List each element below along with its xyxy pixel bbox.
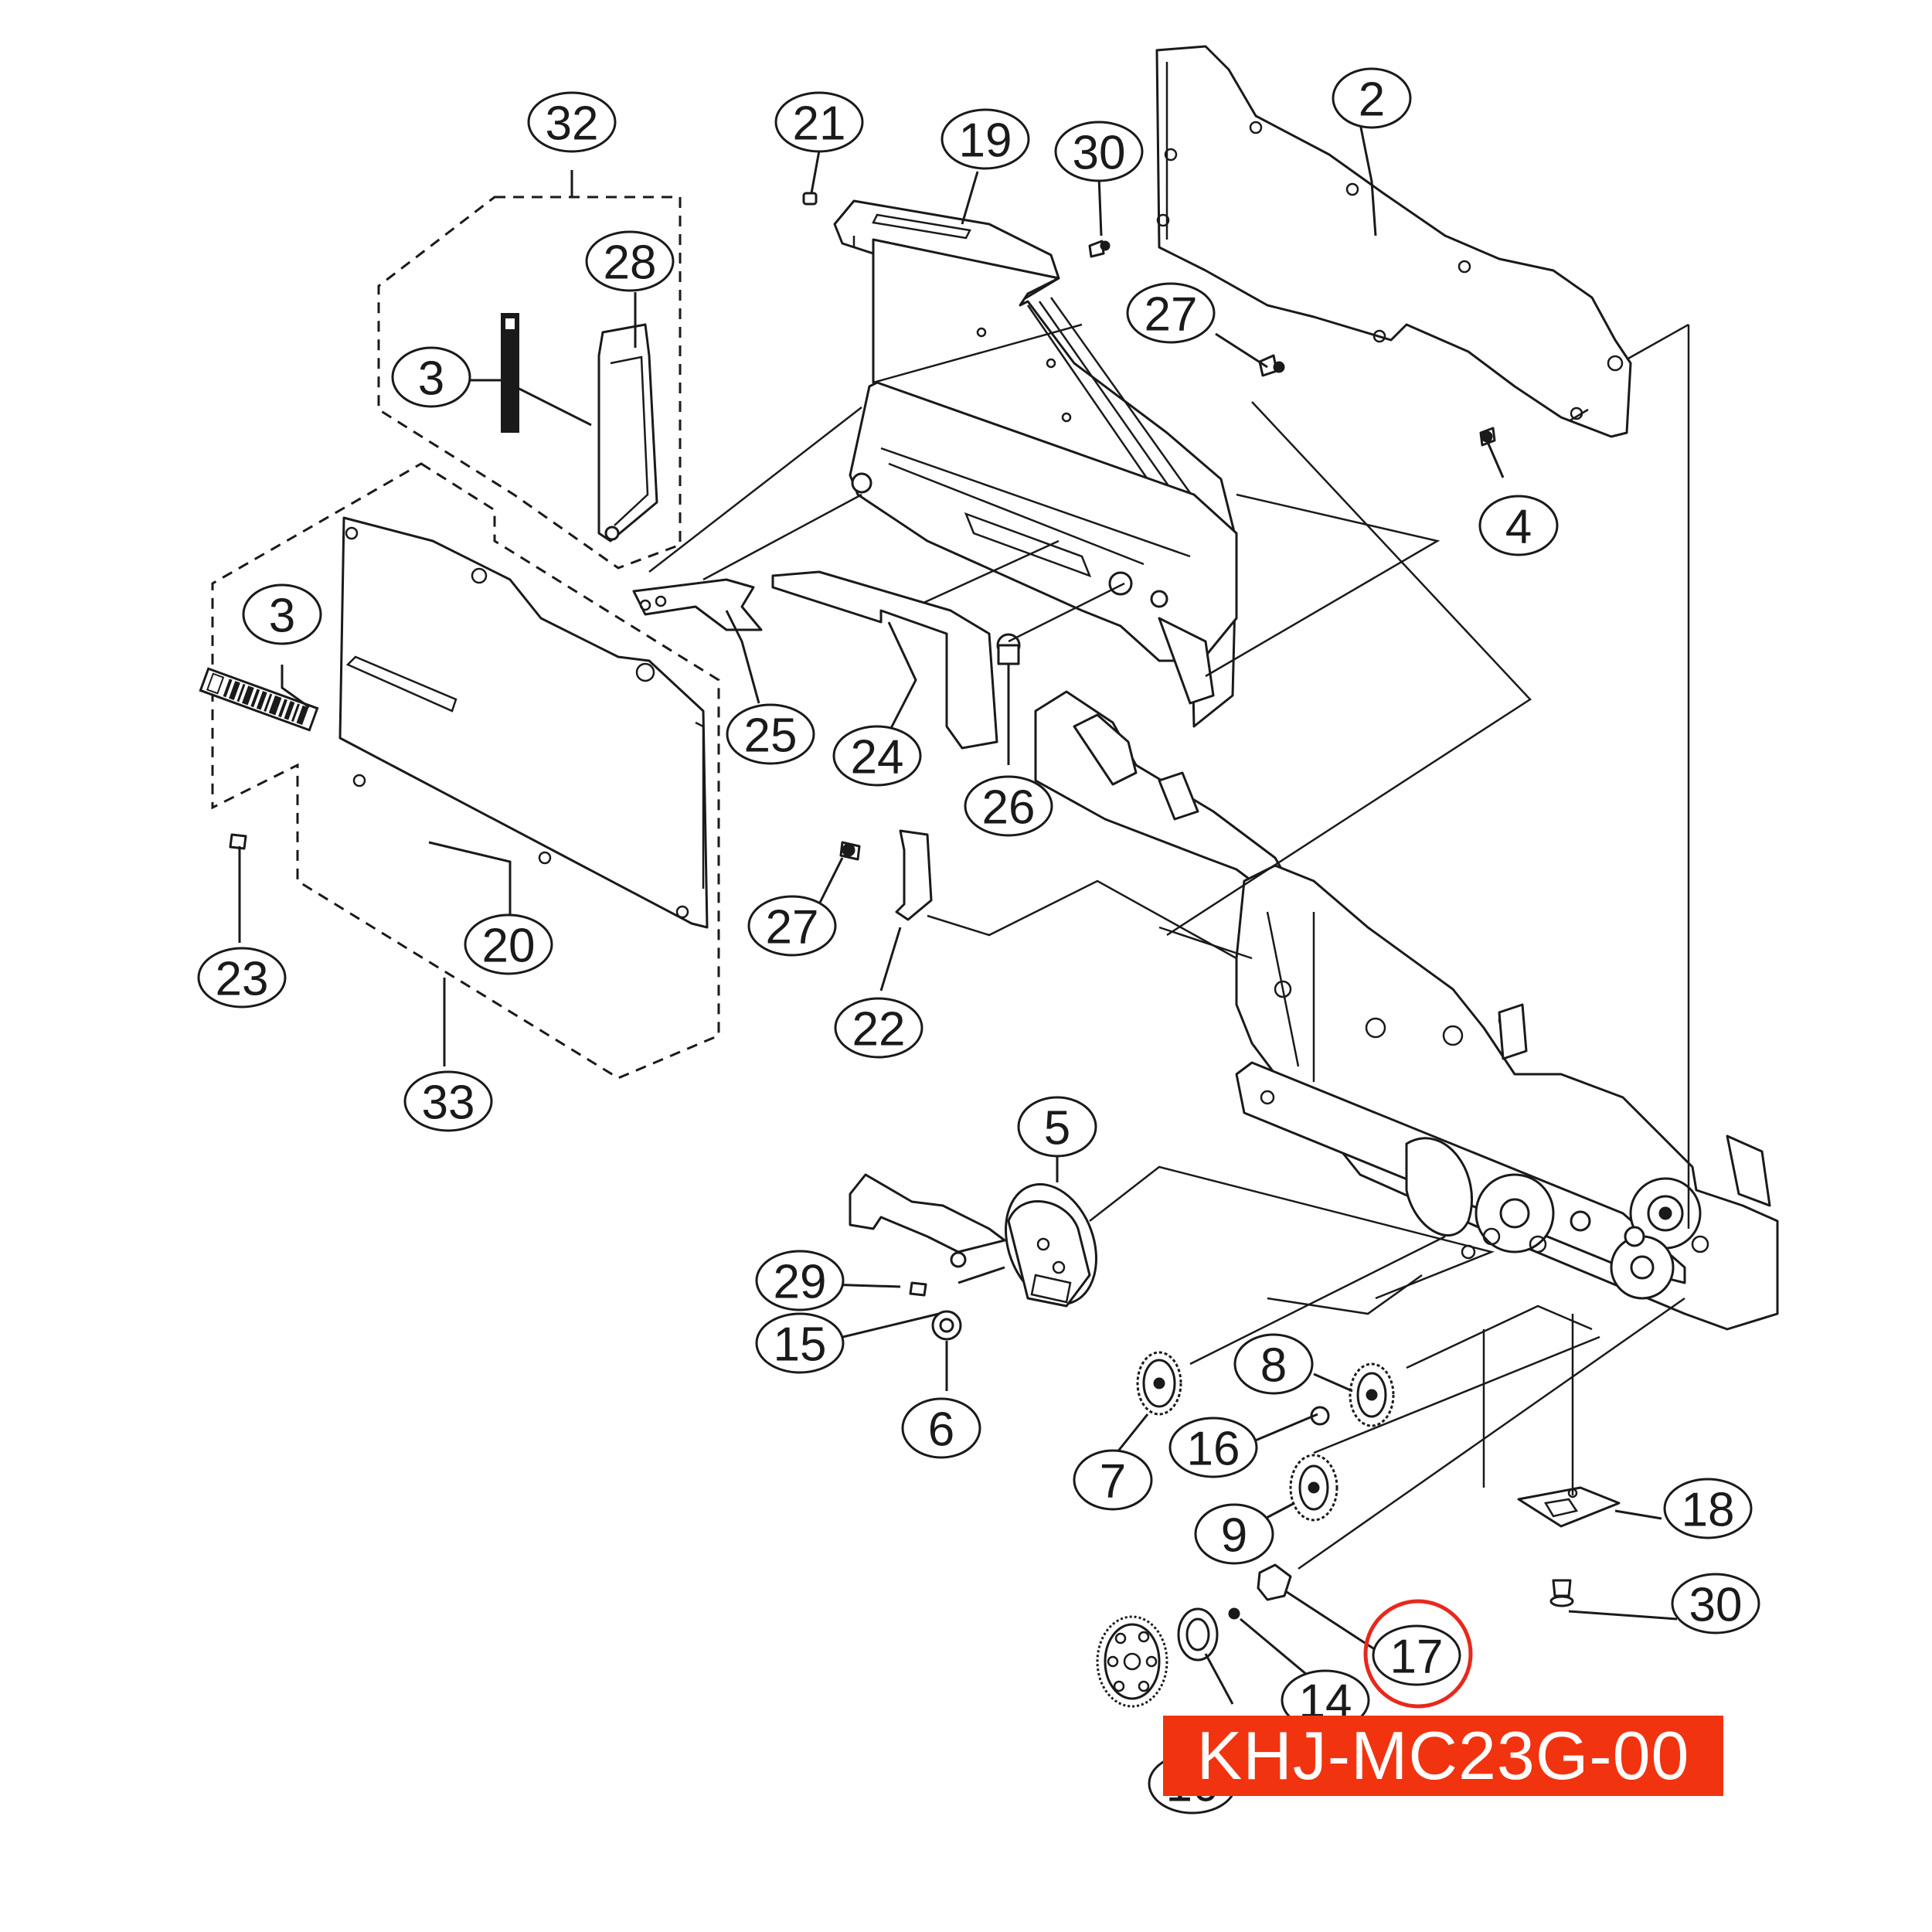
callout-15: 15 <box>755 1312 845 1374</box>
label-strip-upper <box>501 313 519 433</box>
callout-2: 2 <box>1332 67 1412 129</box>
callout-30-bottom: 30 <box>1671 1573 1760 1634</box>
callout-26-label: 26 <box>982 781 1036 835</box>
callout-29-label: 29 <box>774 1256 827 1309</box>
guide-part-24 <box>771 570 998 750</box>
rail-assembly-part <box>849 381 1238 705</box>
small-fasteners <box>229 192 1574 1620</box>
callout-27-top-label: 27 <box>1145 288 1198 342</box>
callout-8: 8 <box>1233 1333 1314 1395</box>
callout-17: 17 <box>1372 1624 1461 1686</box>
callout-17-label: 17 <box>1390 1631 1444 1684</box>
gear-part-9 <box>1289 1454 1338 1522</box>
callout-23: 23 <box>197 947 287 1009</box>
callout-29: 29 <box>755 1250 845 1311</box>
callout-16: 16 <box>1168 1417 1258 1478</box>
callout-19: 19 <box>940 108 1030 170</box>
callout-23-label: 23 <box>216 953 269 1006</box>
callout-18: 18 <box>1663 1478 1753 1539</box>
callout-5: 5 <box>1017 1096 1097 1158</box>
callout-6-label: 6 <box>928 1403 954 1457</box>
callout-7-label: 7 <box>1100 1455 1126 1509</box>
motor-unit-part-5 <box>849 1173 1097 1308</box>
part-number-tag: KHJ-MC23G-00 <box>1163 1716 1723 1796</box>
callout-3-upper-label: 3 <box>418 352 444 406</box>
assembly-33-outline <box>211 462 720 1080</box>
callout-24: 24 <box>832 725 922 787</box>
callout-27-mid-label: 27 <box>766 901 819 954</box>
callout-7: 7 <box>1073 1449 1153 1511</box>
callout-3-upper: 3 <box>391 346 471 408</box>
callout-22-label: 22 <box>852 1003 906 1056</box>
callout-15-label: 15 <box>774 1318 827 1372</box>
lower-body-part <box>1034 690 1292 894</box>
callout-2-label: 2 <box>1359 73 1385 127</box>
callout-19-label: 19 <box>959 114 1012 168</box>
callout-25-label: 25 <box>744 709 798 763</box>
callout-20: 20 <box>464 913 553 975</box>
callout-4-label: 4 <box>1505 501 1532 554</box>
callout-24-label: 24 <box>851 731 904 784</box>
barcode-label <box>199 667 319 732</box>
gear-part-8 <box>1349 1362 1395 1427</box>
callout-22: 22 <box>834 997 923 1059</box>
callout-16-label: 16 <box>1187 1423 1240 1476</box>
callout-33: 33 <box>403 1070 493 1132</box>
callout-30-bottom-label: 30 <box>1689 1579 1743 1632</box>
callout-27-mid: 27 <box>747 895 837 957</box>
plate-part-18 <box>1517 1486 1621 1528</box>
callout-21: 21 <box>774 91 864 153</box>
callout-21-label: 21 <box>793 97 846 151</box>
callout-25: 25 <box>726 703 815 765</box>
callout-30-top: 30 <box>1054 121 1144 182</box>
callout-28-label: 28 <box>604 236 657 290</box>
callout-3-lower-label: 3 <box>269 590 295 643</box>
callout-4: 4 <box>1478 495 1559 556</box>
gear-part-10 <box>1096 1615 1168 1708</box>
rear-drive-body-part <box>1235 864 1779 1331</box>
callout-30-top-label: 30 <box>1073 127 1126 180</box>
assembly-32-outline <box>377 196 682 570</box>
callout-20-label: 20 <box>482 920 536 973</box>
leader-lines <box>238 123 1690 1705</box>
callout-26: 26 <box>964 775 1053 837</box>
callout-6: 6 <box>901 1397 981 1459</box>
washer-part <box>1177 1607 1219 1662</box>
bracket-part-22 <box>895 829 933 921</box>
callout-bubbles: 2 32 21 19 30 28 27 3 4 3 25 24 26 27 22… <box>197 67 1760 1815</box>
callout-9-label: 9 <box>1221 1509 1247 1563</box>
callout-33-label: 33 <box>422 1077 475 1130</box>
callout-32-label: 32 <box>546 97 599 151</box>
cover-plate-part-20 <box>338 516 709 929</box>
callout-28: 28 <box>585 230 675 292</box>
bracket-part-25 <box>632 578 763 631</box>
gear-part-7 <box>1136 1351 1182 1416</box>
callout-3-lower: 3 <box>242 583 322 645</box>
side-plate-part <box>1155 45 1632 438</box>
callout-8-label: 8 <box>1260 1339 1287 1393</box>
callout-27-top: 27 <box>1126 282 1216 344</box>
callout-9: 9 <box>1194 1503 1274 1565</box>
callout-5-label: 5 <box>1044 1102 1070 1155</box>
lever-part-28 <box>597 323 658 543</box>
highlight-ring <box>1363 1599 1473 1709</box>
callout-18-label: 18 <box>1682 1484 1735 1537</box>
callout-32: 32 <box>527 91 617 153</box>
